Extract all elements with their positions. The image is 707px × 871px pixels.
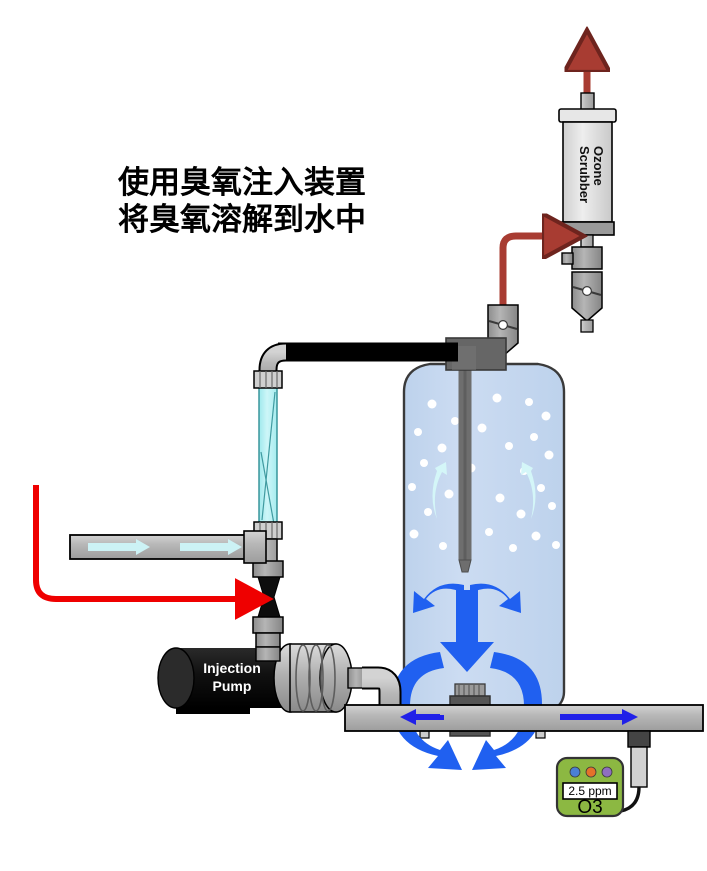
pump-housing (273, 643, 353, 713)
pump-label-line-2: Pump (213, 678, 252, 694)
scrubber-label-line-2: Scrubber (577, 146, 592, 203)
lower-check-valve-ball (498, 320, 509, 331)
sight-glass-highlight-2 (260, 451, 275, 525)
ozone-meter[interactable]: 2.5 ppm O3 (555, 756, 625, 818)
ozone-feed-tube (499, 236, 556, 309)
tank-outlet-threads (458, 684, 480, 696)
scrubber-label-line-1: Ozone (591, 146, 606, 186)
pump-foot-left (176, 706, 250, 714)
upper-check-valve-ball (581, 286, 592, 297)
top-feed-pipe (258, 342, 458, 380)
ozone-inlet-arrow (33, 485, 274, 620)
meter-name-label: O3 (577, 797, 602, 818)
collar-top-threads (259, 371, 278, 388)
meter-reading: 2.5 ppm (568, 784, 611, 798)
dip-tube-diffuser (458, 559, 472, 573)
probe-shaft (630, 746, 648, 788)
scrubber-body (562, 121, 613, 223)
bottom-return-arrow (400, 709, 444, 725)
pump-motor-endcap (157, 647, 195, 709)
meter-led-purple (601, 766, 613, 778)
top-pipe-elbow (260, 344, 287, 380)
venturi-injector (252, 576, 284, 648)
caption-line-2: 将臭氧溶解到水中 (118, 202, 366, 238)
venturi-lower-fitting (252, 616, 284, 634)
ozone-inlet-arrow-path (33, 485, 274, 620)
bottom-pipe-run (344, 704, 704, 732)
scrubber-top-cap (558, 108, 617, 123)
bottom-header-pipe (344, 704, 704, 732)
sight-glass-collar-top (253, 370, 283, 389)
meter-led-blue (569, 766, 581, 778)
upper-check-valve-outlet (580, 319, 594, 333)
venturi-body (257, 576, 281, 618)
injection-pump: Injection Pump (157, 643, 369, 714)
inlet-flow-arrows (88, 539, 242, 555)
caption-block: 使用臭氧注入装置 将臭氧溶解到水中 (117, 165, 366, 238)
pump-label-line-1: Injection (203, 660, 261, 676)
pump-suction-port (255, 646, 281, 662)
scrubber-tee-fitting (571, 246, 603, 270)
sight-glass-highlight-1 (261, 391, 276, 521)
venturi-pump-adapter (255, 632, 281, 648)
probe-fitting (627, 730, 651, 748)
ozone-feed-line (499, 236, 556, 309)
bottom-outlet-arrow (560, 709, 638, 725)
meter-display (562, 782, 618, 800)
scrubber-tee-side-port (561, 252, 574, 265)
upper-check-valve-body (571, 271, 603, 322)
scrubber-lower-stem (580, 234, 594, 248)
caption-line-1: 使用臭氧注入装置 (117, 165, 366, 201)
tank-circulation-arrows (392, 583, 542, 770)
scrubber-bottom-band (560, 221, 615, 236)
tank-top-check-valve (487, 304, 519, 357)
tank-swirl-arcs (432, 462, 536, 519)
ozone-scrubber-assembly: Ozone Scrubber (558, 58, 617, 333)
inlet-water-pipe (69, 530, 267, 564)
meter-led-orange (585, 766, 597, 778)
inlet-pipe-tee (243, 530, 267, 564)
